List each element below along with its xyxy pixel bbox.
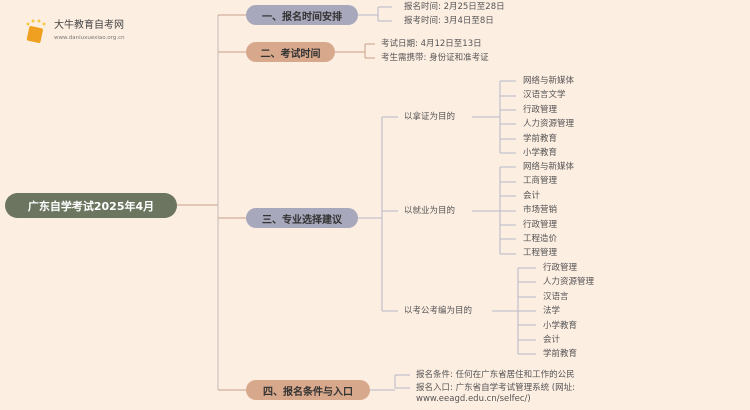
logo-name: 大牛教育自考网 xyxy=(54,20,124,31)
major-leaf: 人力资源管理 xyxy=(543,277,595,288)
leaf: 考生需携带: 身份证和准考证 xyxy=(381,53,489,63)
major-leaf: 学前教育 xyxy=(523,133,558,144)
logo-url: www.daniuxuexiao.org.cn xyxy=(54,35,125,41)
major-leaf: 人力资源管理 xyxy=(523,119,575,130)
branch-conditions-entry[interactable]: 四、报名条件与入口 xyxy=(246,380,370,400)
group-label: 以考公考编为目的 xyxy=(404,306,473,316)
major-leaf: 小学教育 xyxy=(523,148,558,158)
book-logo-icon xyxy=(26,19,46,43)
major-leaf: 工商管理 xyxy=(523,176,558,187)
major-leaf: 网络与新媒体 xyxy=(523,162,575,172)
branch-major-advice[interactable]: 三、专业选择建议 xyxy=(246,208,358,228)
leaf: 报名入口: 广东省自学考试管理系统 (网址: xyxy=(416,383,575,393)
major-leaf: 工程造价 xyxy=(523,234,558,244)
leaf: 报名时间: 2月25日至28日 xyxy=(404,2,505,12)
major-leaf: 会计 xyxy=(543,335,561,345)
major-leaf: 学前教育 xyxy=(543,349,578,360)
major-leaf: 工程管理 xyxy=(523,248,558,259)
leaf: 报考时间: 3月4日至8日 xyxy=(404,16,494,26)
root-node[interactable]: 广东自学考试2025年4月 xyxy=(5,193,177,218)
group-label: 以就业为目的 xyxy=(404,206,456,216)
major-leaf: 行政管理 xyxy=(543,263,578,273)
major-leaf: 行政管理 xyxy=(523,219,558,230)
major-leaf: 网络与新媒体 xyxy=(523,76,575,86)
major-leaf: 会计 xyxy=(523,190,541,201)
leaf: 报名条件: 任何在广东省居住和工作的公民 xyxy=(416,370,575,380)
major-leaf: 汉语言文学 xyxy=(523,90,566,101)
major-leaf: 市场营销 xyxy=(523,205,558,216)
group-label: 以拿证为目的 xyxy=(404,112,456,122)
branch-exam-time[interactable]: 二、考试时间 xyxy=(246,42,335,62)
major-leaf: 行政管理 xyxy=(523,104,558,115)
major-leaf: 小学教育 xyxy=(543,320,578,331)
logo: 大牛教育自考网 www.daniuxuexiao.org.cn xyxy=(22,18,132,46)
major-leaf: 汉语言 xyxy=(543,291,569,302)
major-leaf: 法学 xyxy=(543,306,561,317)
leaf: 考试日期: 4月12日至13日 xyxy=(381,39,482,49)
leaf-url: www.eeagd.edu.cn/selfec/) xyxy=(416,394,531,404)
branch-registration-schedule[interactable]: 一、报名时间安排 xyxy=(246,5,358,25)
